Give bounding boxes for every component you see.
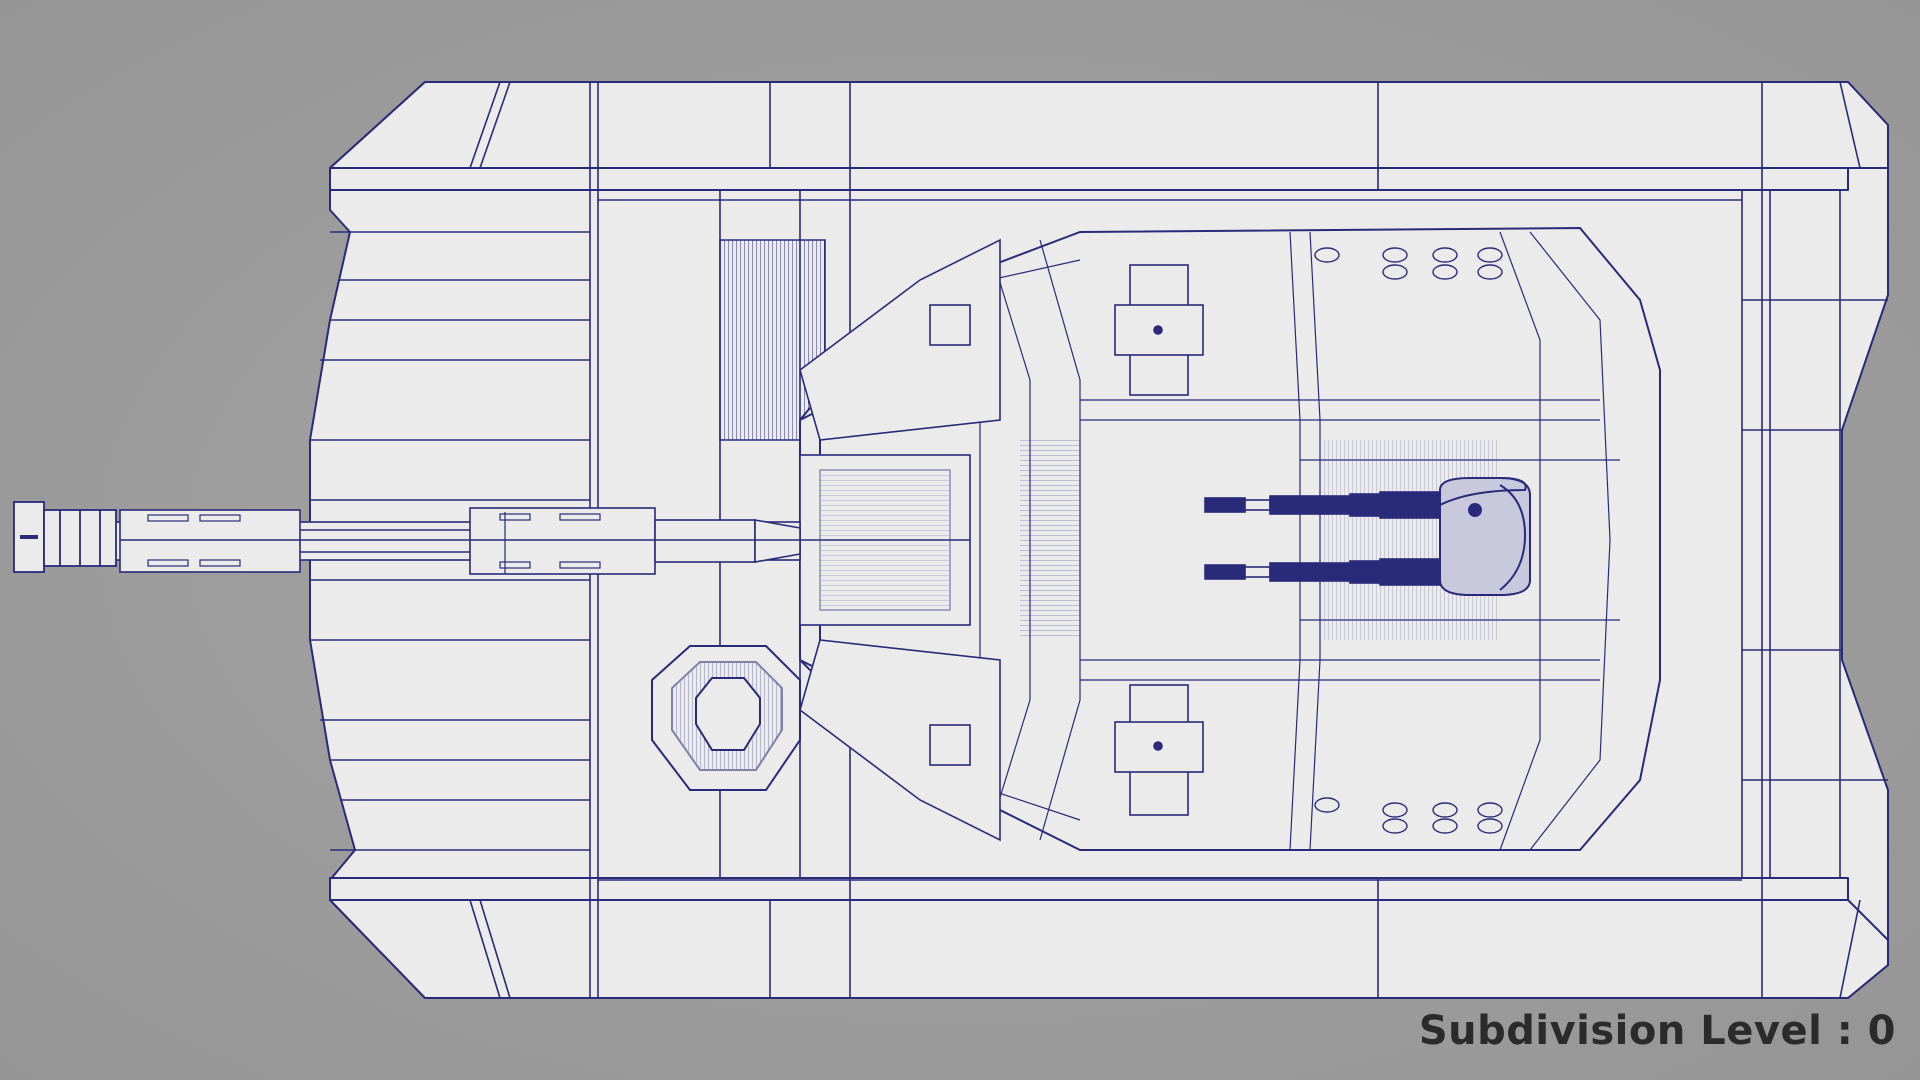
upper-fender: [329, 81, 1889, 169]
subdivision-level-label: Subdivision Level : 0: [1418, 1008, 1896, 1054]
octagon-hatch: [651, 645, 801, 791]
upper-track: [329, 167, 1849, 191]
hatch-bracket-top: [1114, 264, 1204, 396]
twin-barrels: [1204, 491, 1441, 586]
lower-fender: [329, 899, 1889, 999]
engine-deck-grille: [719, 239, 826, 441]
lower-track: [329, 877, 1849, 901]
hatch-bracket-bottom: [1114, 684, 1204, 816]
commander-cupola: [1439, 477, 1531, 596]
muzzle-brake: [13, 501, 117, 573]
main-gun-barrel: [109, 507, 801, 575]
